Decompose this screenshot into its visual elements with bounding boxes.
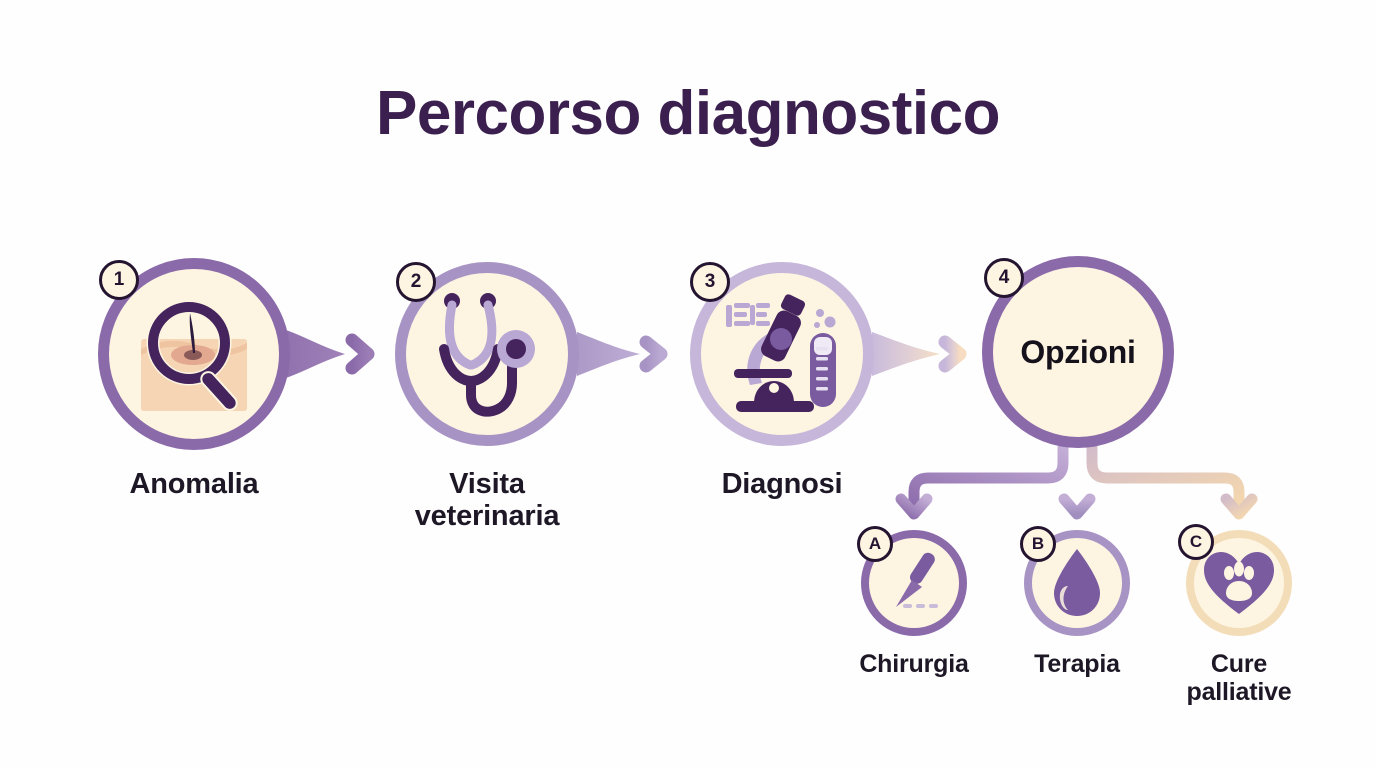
step-label-visita-veterinaria: Visita veterinaria xyxy=(387,468,587,533)
step-label-line-1: Visita xyxy=(449,468,525,500)
step-label-diagnosi: Diagnosi xyxy=(721,468,843,500)
option-badge-b: B xyxy=(1020,526,1056,562)
option-label-terapia: Terapia xyxy=(1034,650,1120,678)
arrow-step1-to-step2 xyxy=(279,330,375,378)
step-node-visita-veterinaria[interactable]: 2 xyxy=(395,262,579,446)
branch-opzioni-to-chirurgia xyxy=(895,442,1069,520)
step-node-anomalia[interactable]: 1 xyxy=(98,258,290,450)
scalpel-icon xyxy=(877,546,951,620)
branch-opzioni-to-cure-palliative xyxy=(1086,442,1258,520)
option-badge-a: A xyxy=(857,526,893,562)
option-label-line-1: Cure xyxy=(1210,650,1268,678)
step-badge-3: 3 xyxy=(690,262,730,302)
option-badge-c: C xyxy=(1178,524,1214,560)
step-circle-opzioni xyxy=(982,256,1174,448)
option-label-cure-palliative: Cure palliative xyxy=(1149,650,1329,706)
option-node-terapia[interactable]: B xyxy=(1020,526,1130,636)
heart-paw-icon xyxy=(1201,546,1277,620)
step-badge-2: 2 xyxy=(396,262,436,302)
step-label-line-2: veterinaria xyxy=(414,500,560,533)
page-title: Percorso diagnostico xyxy=(376,79,1000,148)
step-inner-label-opzioni: Opzioni xyxy=(1020,333,1136,370)
option-label-chirurgia: Chirurgia xyxy=(859,650,969,678)
option-node-cure-palliative[interactable]: C xyxy=(1178,524,1292,636)
arrow-step3-to-step4 xyxy=(865,332,967,376)
step-node-opzioni[interactable]: Opzioni 4 xyxy=(982,256,1174,448)
microscope-testtube-icon xyxy=(718,288,848,418)
step-label-anomalia: Anomalia xyxy=(129,468,259,500)
arrow-step2-to-step3 xyxy=(570,332,668,376)
option-label-line-2: palliative xyxy=(1186,678,1292,706)
stethoscope-icon xyxy=(423,284,553,424)
step-badge-1: 1 xyxy=(99,260,139,300)
droplet-icon xyxy=(1046,544,1108,622)
option-node-chirurgia[interactable]: A xyxy=(857,526,967,636)
branch-opzioni-to-terapia xyxy=(1058,442,1096,520)
magnifier-skin-icon xyxy=(124,284,264,424)
step-badge-4: 4 xyxy=(984,258,1024,298)
step-node-diagnosi[interactable]: 3 xyxy=(690,262,874,446)
